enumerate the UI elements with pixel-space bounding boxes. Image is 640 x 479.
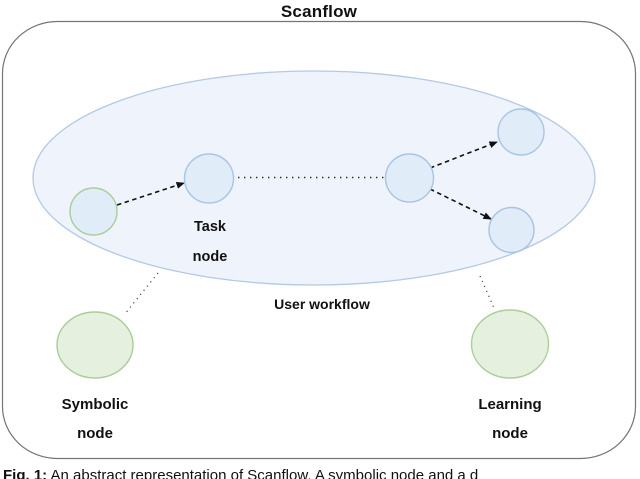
learning-node-label-line1: Learning: [478, 396, 542, 413]
symbolic-node-label-line1: Symbolic: [61, 396, 129, 413]
task-node: [183, 153, 235, 204]
bottom-right-node: [488, 206, 535, 254]
figure-title: Scanflow: [280, 2, 358, 21]
ellipse-to-symbolic-connector: [123, 272, 159, 316]
learning-node: [470, 309, 550, 379]
start-node: [69, 187, 118, 236]
user-workflow-label: User workflow: [274, 296, 370, 312]
symbolic-node-label: Symbolic node: [62, 390, 129, 448]
symbolic-node-label-line2: node: [77, 425, 113, 442]
arrow-middle-to-bottomright: [429, 188, 492, 220]
task-node-label-line1: Task: [194, 219, 226, 235]
arrow-middle-to-topright: [429, 141, 498, 169]
symbolic-node: [56, 311, 134, 379]
learning-node-label-line2: node: [492, 425, 528, 442]
ellipse-to-learning-connector: [479, 275, 495, 309]
user-workflow-ellipse: [32, 70, 596, 286]
task-node-label-line2: node: [192, 249, 228, 265]
task-node-label: Task node: [193, 212, 228, 272]
figure-border: [1, 20, 637, 460]
figure-caption-prefix: Fig. 1:: [3, 467, 48, 479]
top-right-node: [497, 108, 545, 156]
figure-caption-text: An abstract representation of Scanflow. …: [47, 467, 479, 479]
middle-node: [384, 153, 435, 203]
arrow-start-to-task: [116, 182, 185, 206]
figure-caption: Fig. 1: An abstract representation of Sc…: [3, 467, 640, 479]
learning-node-label: Learning node: [478, 390, 541, 448]
